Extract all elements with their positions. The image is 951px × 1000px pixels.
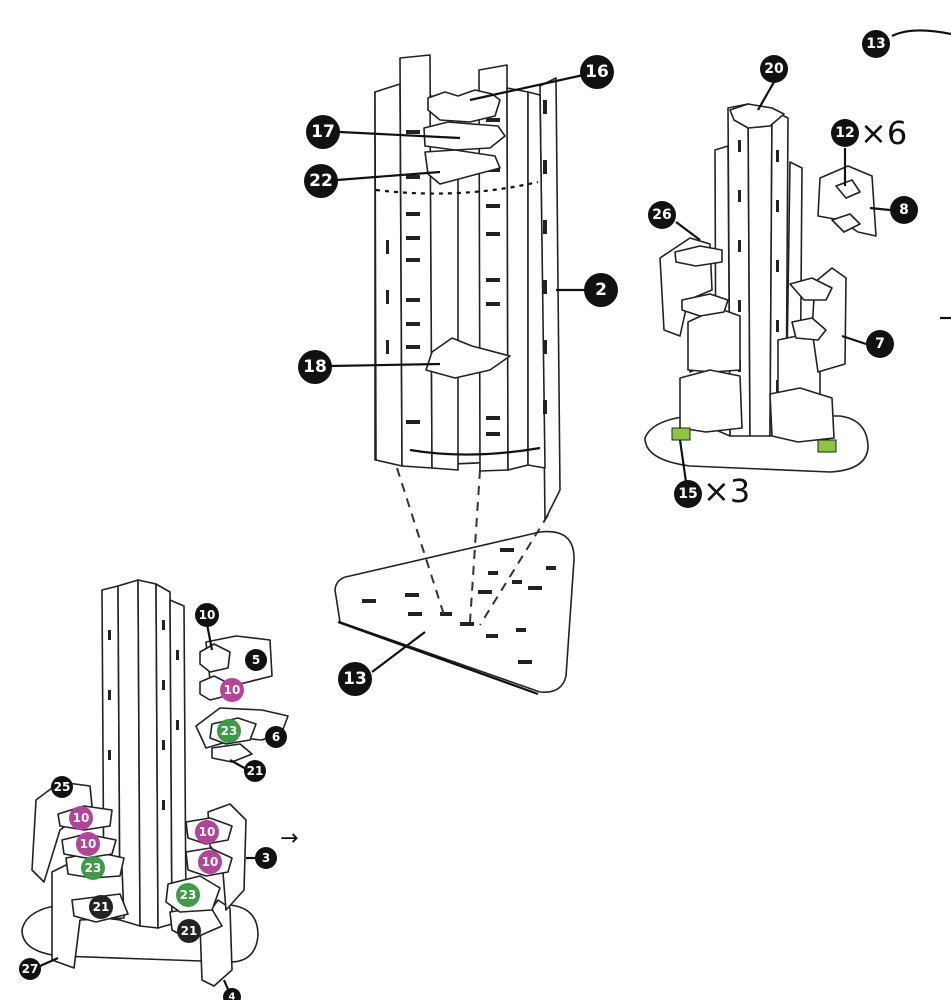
callout-10-right-a: 10 bbox=[195, 820, 219, 844]
base-slots bbox=[362, 548, 556, 664]
callout-8: 8 bbox=[890, 196, 918, 224]
svg-text:21: 21 bbox=[93, 900, 110, 914]
svg-text:2: 2 bbox=[595, 280, 607, 300]
svg-text:21: 21 bbox=[181, 924, 198, 938]
svg-text:10: 10 bbox=[80, 837, 97, 851]
callout-10-left-b: 10 bbox=[76, 832, 100, 856]
step-b-tower-assembly: 13 bbox=[644, 29, 951, 473]
callout-22: 22 bbox=[304, 164, 338, 198]
callout-2: 2 bbox=[584, 273, 618, 307]
multiplier-x6: ×6 bbox=[860, 114, 907, 152]
step-a-cylinder-assembly bbox=[334, 54, 575, 696]
svg-text:15: 15 bbox=[678, 486, 697, 502]
callout-13-top: 13 bbox=[862, 30, 890, 58]
callout-20: 20 bbox=[760, 55, 788, 83]
svg-text:10: 10 bbox=[199, 825, 216, 839]
svg-text:20: 20 bbox=[764, 61, 784, 77]
svg-text:3: 3 bbox=[262, 851, 270, 865]
callout-13: 13 bbox=[338, 662, 372, 696]
part-8-green bbox=[817, 165, 877, 237]
svg-text:4: 4 bbox=[229, 992, 236, 1000]
callout-23-left: 23 bbox=[81, 856, 105, 880]
svg-text:18: 18 bbox=[303, 357, 327, 377]
callout-21-left: 21 bbox=[89, 895, 113, 919]
svg-text:6: 6 bbox=[272, 730, 280, 744]
svg-text:16: 16 bbox=[585, 62, 609, 82]
callout-17: 17 bbox=[306, 115, 340, 149]
base-plate-13 bbox=[334, 530, 575, 693]
multiplier-x3: ×3 bbox=[703, 472, 750, 510]
svg-text:8: 8 bbox=[899, 202, 909, 218]
callout-25: 25 bbox=[51, 776, 73, 798]
callout-18: 18 bbox=[298, 350, 332, 384]
svg-text:10: 10 bbox=[199, 608, 216, 622]
callout-10-left-a: 10 bbox=[69, 806, 93, 830]
svg-text:5: 5 bbox=[252, 653, 260, 667]
svg-text:13: 13 bbox=[343, 669, 367, 689]
svg-text:7: 7 bbox=[875, 336, 885, 352]
callout-10-right-b: 10 bbox=[198, 850, 222, 874]
svg-text:22: 22 bbox=[309, 171, 333, 191]
callout-6: 6 bbox=[265, 726, 287, 748]
svg-text:12: 12 bbox=[835, 125, 854, 141]
next-step-arrow-icon: → bbox=[280, 826, 298, 851]
callout-27: 27 bbox=[19, 958, 41, 980]
callout-23-right: 23 bbox=[176, 883, 200, 907]
part-12-maroon bbox=[831, 179, 861, 233]
svg-text:27: 27 bbox=[22, 962, 39, 976]
callout-7: 7 bbox=[866, 330, 894, 358]
callout-15: 15 bbox=[674, 480, 702, 508]
step-b-callouts: 20 12 ×6 8 26 7 15 ×3 bbox=[648, 55, 918, 510]
svg-text:21: 21 bbox=[247, 764, 264, 778]
callout-10-top: 10 bbox=[195, 603, 219, 627]
step-a-callouts: 16 17 22 2 18 13 bbox=[298, 55, 618, 696]
svg-text:10: 10 bbox=[73, 811, 90, 825]
svg-text:26: 26 bbox=[652, 207, 671, 223]
callout-23-on-part6: 23 bbox=[217, 719, 241, 743]
part-20-green bbox=[729, 103, 785, 129]
callout-4: 4 bbox=[223, 988, 241, 1000]
part-7-maroon-tabs bbox=[789, 277, 833, 341]
part-18-light-green bbox=[425, 337, 511, 379]
part-22-light-green bbox=[424, 149, 501, 185]
step-c-callouts: 10 10 5 23 6 21 25 10 bbox=[19, 603, 287, 1000]
svg-text:10: 10 bbox=[202, 855, 219, 869]
board-slots bbox=[386, 100, 547, 436]
svg-text:23: 23 bbox=[221, 724, 238, 738]
part-17-orange bbox=[423, 121, 506, 151]
callout-16: 16 bbox=[580, 55, 614, 89]
callout-26: 26 bbox=[648, 201, 676, 229]
svg-text:25: 25 bbox=[54, 780, 71, 794]
part-26-maroon-tabs bbox=[674, 245, 729, 317]
callout-21-right: 21 bbox=[177, 919, 201, 943]
svg-text:23: 23 bbox=[85, 861, 102, 875]
part-21-teal-top bbox=[211, 743, 253, 763]
svg-text:13: 13 bbox=[866, 36, 885, 52]
callout-3: 3 bbox=[255, 847, 277, 869]
callout-12: 12 bbox=[831, 119, 859, 147]
callout-21-top: 21 bbox=[244, 760, 266, 782]
svg-text:23: 23 bbox=[180, 888, 197, 902]
callout-10-on-part5: 10 bbox=[220, 678, 244, 702]
svg-text:10: 10 bbox=[224, 683, 241, 697]
callout-5: 5 bbox=[245, 649, 267, 671]
svg-text:17: 17 bbox=[311, 122, 335, 142]
